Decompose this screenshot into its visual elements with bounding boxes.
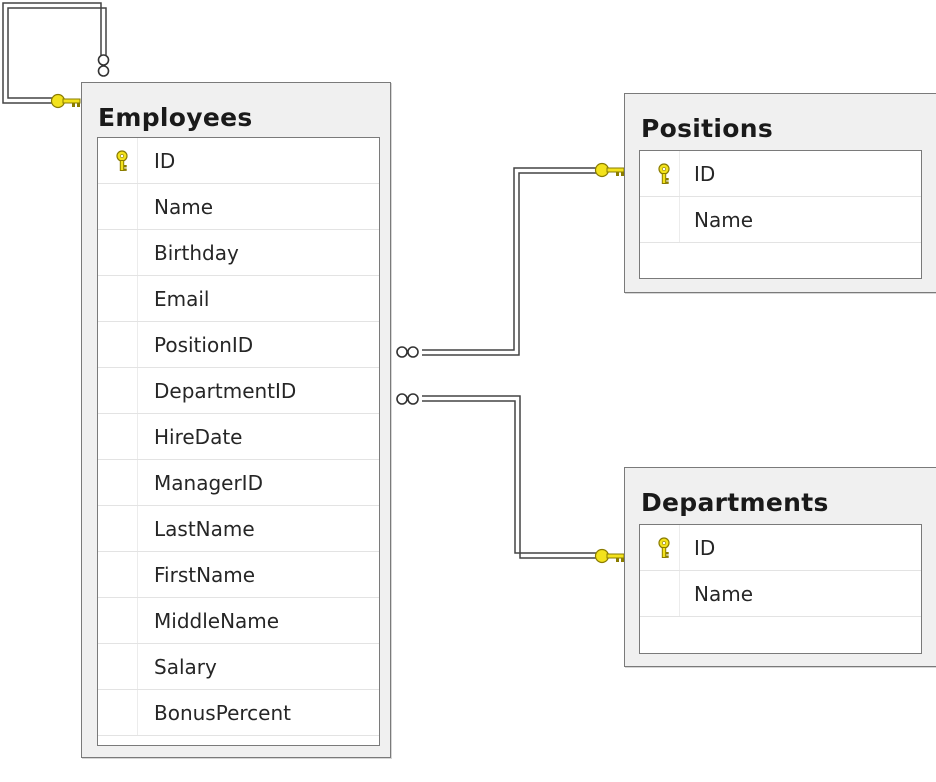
row-selector[interactable] <box>98 460 138 505</box>
column-name: ID <box>694 162 716 186</box>
column-list: ID Name <box>639 524 922 654</box>
column-name: Name <box>154 195 214 219</box>
new-column-row[interactable] <box>98 736 379 782</box>
key-icon <box>114 150 130 172</box>
infinity-icon <box>97 54 110 77</box>
column-row[interactable]: MiddleName <box>98 598 379 644</box>
column-row[interactable]: ManagerID <box>98 460 379 506</box>
column-row[interactable]: ID <box>98 138 379 184</box>
column-row[interactable]: DepartmentID <box>98 368 379 414</box>
key-icon <box>594 548 625 564</box>
row-selector[interactable] <box>98 506 138 551</box>
row-selector[interactable] <box>640 151 680 196</box>
column-name: Name <box>694 208 754 232</box>
table-positions[interactable]: Positions ID Name <box>624 93 936 293</box>
column-name: ID <box>154 149 176 173</box>
row-selector[interactable] <box>98 414 138 459</box>
table-title: Employees <box>98 103 253 132</box>
key-icon <box>594 162 625 178</box>
column-row[interactable]: LastName <box>98 506 379 552</box>
column-name: DepartmentID <box>154 379 297 403</box>
column-name: ManagerID <box>154 471 263 495</box>
column-name: Birthday <box>154 241 239 265</box>
relationship-position[interactable] <box>422 167 596 356</box>
column-name: HireDate <box>154 425 243 449</box>
relationship-lines <box>2 2 625 564</box>
column-list: ID Name <box>639 150 922 279</box>
row-selector[interactable] <box>640 525 680 570</box>
key-icon <box>656 537 672 559</box>
row-selector[interactable] <box>98 552 138 597</box>
column-name: Name <box>694 582 754 606</box>
infinity-icon <box>396 346 419 358</box>
column-name: Salary <box>154 655 217 679</box>
key-icon <box>656 163 672 185</box>
column-row[interactable]: Name <box>98 184 379 230</box>
column-row[interactable]: Email <box>98 276 379 322</box>
row-selector[interactable] <box>98 644 138 689</box>
row-selector[interactable] <box>98 138 138 183</box>
relationship-department[interactable] <box>422 395 596 559</box>
column-row[interactable]: PositionID <box>98 322 379 368</box>
infinity-icon <box>396 393 419 405</box>
row-selector[interactable] <box>98 598 138 643</box>
table-departments[interactable]: Departments ID Name <box>624 467 936 667</box>
column-row[interactable]: FirstName <box>98 552 379 598</box>
row-selector[interactable] <box>640 197 680 242</box>
column-row[interactable]: ID <box>640 525 921 571</box>
column-name: ID <box>694 536 716 560</box>
row-selector[interactable] <box>98 276 138 321</box>
new-column-row[interactable] <box>640 617 921 663</box>
new-column-row[interactable] <box>640 243 921 289</box>
column-name: PositionID <box>154 333 254 357</box>
table-title: Positions <box>641 114 774 143</box>
column-row[interactable]: Name <box>640 197 921 243</box>
key-icon <box>50 93 81 109</box>
column-name: MiddleName <box>154 609 280 633</box>
relationship-self-manager[interactable] <box>2 2 107 104</box>
column-row[interactable]: Name <box>640 571 921 617</box>
column-name: FirstName <box>154 563 256 587</box>
row-selector[interactable] <box>640 571 680 616</box>
row-selector[interactable] <box>98 368 138 413</box>
row-selector[interactable] <box>98 184 138 229</box>
row-selector[interactable] <box>98 322 138 367</box>
column-name: BonusPercent <box>154 701 291 725</box>
row-selector[interactable] <box>98 230 138 275</box>
column-name: Email <box>154 287 210 311</box>
column-row[interactable]: Salary <box>98 644 379 690</box>
column-row[interactable]: BonusPercent <box>98 690 379 736</box>
table-title: Departments <box>641 488 829 517</box>
column-row[interactable]: HireDate <box>98 414 379 460</box>
column-name: LastName <box>154 517 255 541</box>
column-row[interactable]: ID <box>640 151 921 197</box>
row-selector[interactable] <box>98 690 138 735</box>
column-row[interactable]: Birthday <box>98 230 379 276</box>
